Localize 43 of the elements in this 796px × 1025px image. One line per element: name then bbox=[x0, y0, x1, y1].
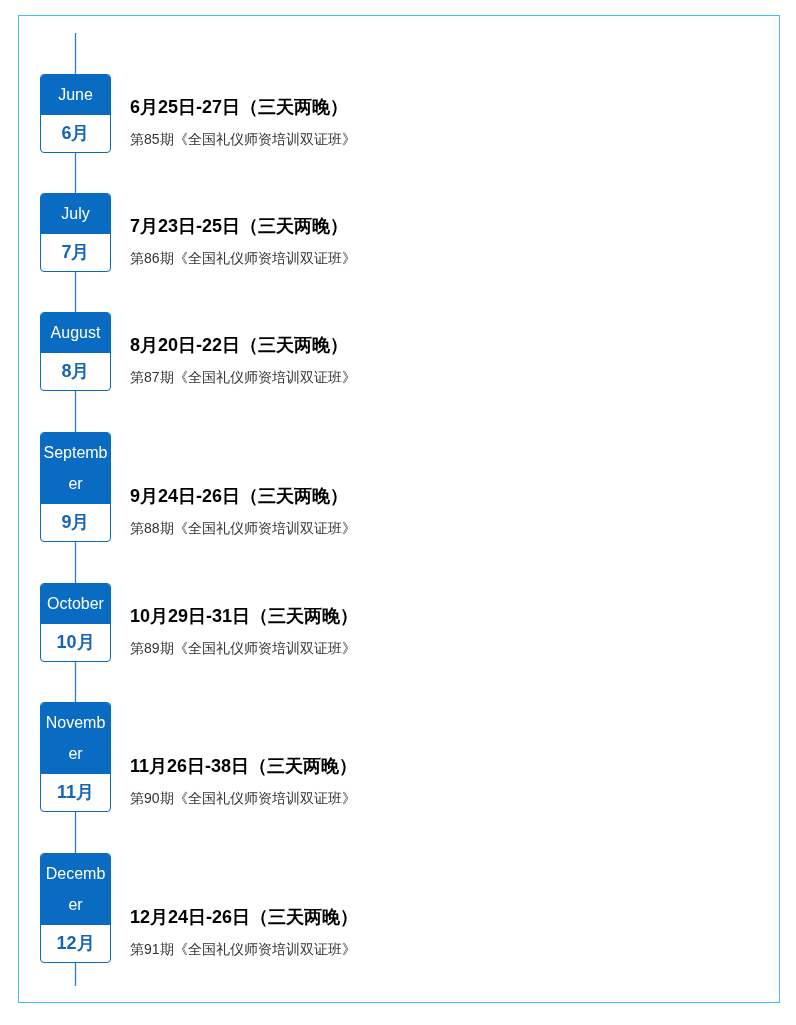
month-header: September bbox=[41, 433, 110, 504]
timeline-line bbox=[74, 390, 77, 433]
course-title: 第89期《全国礼仪师资培训双证班》 bbox=[130, 639, 357, 658]
timeline-line bbox=[74, 962, 77, 987]
date-range-text: 11月26日-38日（三天两晚） bbox=[130, 755, 358, 778]
timeline-line bbox=[74, 32, 77, 75]
month-card bbox=[40, 193, 111, 272]
date-range-text: 10月29日-31日（三天两晚） bbox=[130, 605, 359, 628]
month-label: 12月 bbox=[55, 932, 96, 955]
month-card bbox=[40, 312, 111, 391]
course-title: 第88期《全国礼仪师资培训双证班》 bbox=[130, 519, 356, 538]
course-title: 第91期《全国礼仪师资培训双证班》 bbox=[130, 940, 357, 959]
course-title: 第85期《全国礼仪师资培训双证班》 bbox=[130, 130, 356, 149]
month-card bbox=[40, 853, 111, 963]
timeline-line bbox=[74, 152, 77, 194]
date-range-text: 7月23日-25日（三天两晚） bbox=[130, 215, 350, 238]
month-label: 7月 bbox=[60, 241, 91, 264]
course-title: 第86期《全国礼仪师资培训双证班》 bbox=[130, 249, 356, 268]
date-range-text: 6月25日-27日（三天两晚） bbox=[130, 96, 350, 119]
month-label: 11月 bbox=[56, 781, 95, 804]
month-header: August bbox=[41, 313, 110, 353]
month-label: 10月 bbox=[55, 631, 96, 654]
month-label: 8月 bbox=[60, 360, 91, 383]
month-card bbox=[40, 74, 111, 153]
timeline-line bbox=[74, 661, 77, 703]
month-header: November bbox=[41, 703, 110, 774]
date-range-text: 9月24日-26日（三天两晚） bbox=[130, 485, 350, 508]
month-label: 9月 bbox=[60, 511, 91, 534]
date-range-text: 12月24日-26日（三天两晚） bbox=[130, 906, 359, 929]
month-card bbox=[40, 432, 111, 542]
timeline-line bbox=[74, 541, 77, 584]
month-header: December bbox=[41, 854, 110, 925]
month-card bbox=[40, 583, 111, 662]
month-header: October bbox=[41, 584, 110, 624]
month-header: June bbox=[41, 75, 110, 115]
month-label: 6月 bbox=[60, 122, 91, 145]
course-title: 第90期《全国礼仪师资培训双证班》 bbox=[130, 789, 357, 808]
month-header: July bbox=[41, 194, 110, 234]
month-card bbox=[40, 702, 111, 812]
course-title: 第87期《全国礼仪师资培训双证班》 bbox=[130, 368, 356, 387]
date-range-text: 8月20日-22日（三天两晚） bbox=[130, 334, 350, 357]
timeline-line bbox=[74, 271, 77, 313]
timeline-line bbox=[74, 811, 77, 854]
